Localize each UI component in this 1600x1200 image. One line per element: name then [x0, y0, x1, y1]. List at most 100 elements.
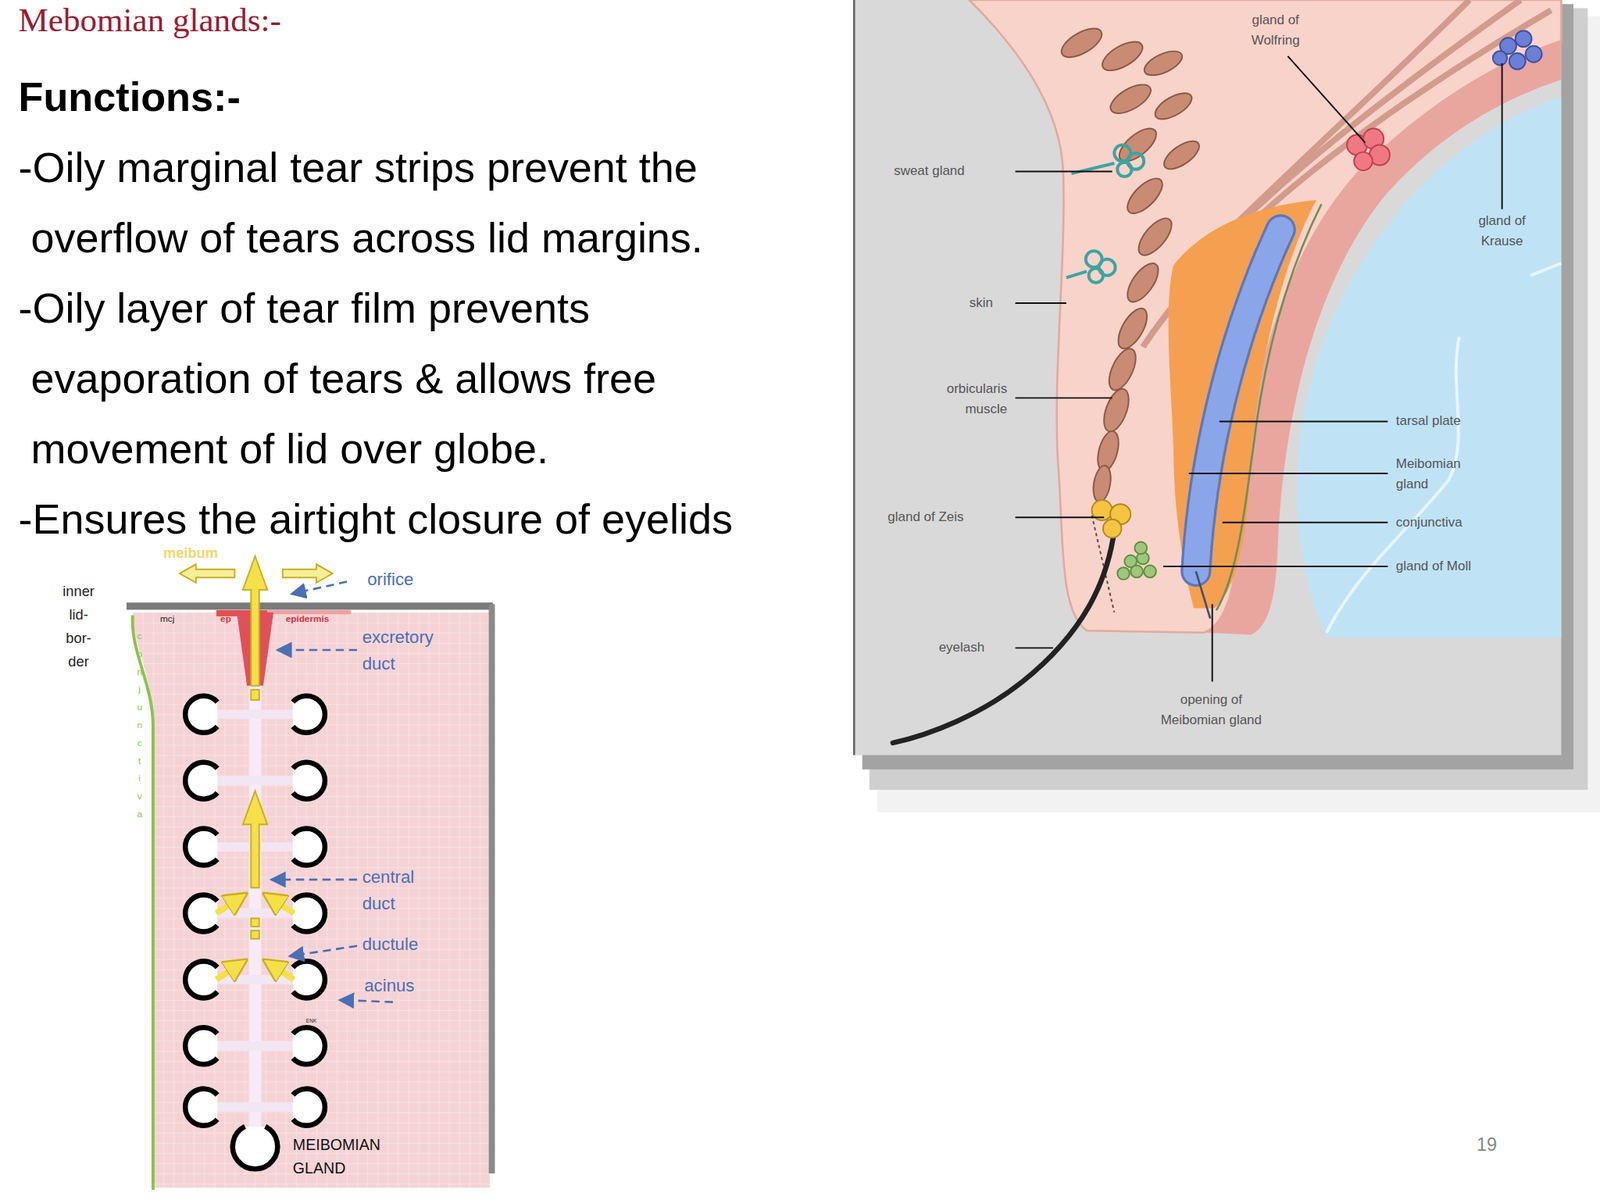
leader-line: [1015, 170, 1113, 172]
part-label: orifice: [367, 567, 414, 592]
branch-arrow: [216, 896, 243, 914]
part-label: conjunctiva: [134, 630, 144, 827]
flow-arrow: [242, 790, 268, 888]
ductule-shape: [216, 775, 294, 786]
acinus-shape: [292, 1089, 325, 1126]
leader-line: [1501, 63, 1504, 210]
part-label: gland of Zeis: [887, 507, 964, 528]
flow-arrow: [179, 564, 236, 583]
gland-lobule: [1525, 46, 1543, 63]
acinus-shape: [185, 1089, 218, 1126]
sweat-gland-coil: [1089, 268, 1104, 283]
branch-arrow: [267, 896, 294, 914]
branch-arrow: [216, 962, 243, 980]
branch-arrow: [267, 962, 294, 980]
muscle-bundle: [1159, 135, 1204, 175]
pointer-arrow: [277, 649, 358, 652]
pointer-arrow: [292, 581, 348, 594]
lid-edge: [489, 603, 496, 1174]
muscle-bundle: [1057, 22, 1107, 63]
conjunctiva-line: [132, 615, 154, 1190]
pointer-arrow: [289, 946, 358, 957]
gland-lobule: [1134, 542, 1147, 555]
acini: [185, 696, 325, 1170]
conjunctiva-line: [1216, 203, 1322, 611]
part-label: meibum: [163, 543, 218, 563]
leader-line: [1015, 396, 1113, 399]
ductules: [216, 714, 294, 1108]
gland-lobule: [1103, 519, 1122, 539]
part-label: opening of Meibomian gland: [1157, 689, 1265, 731]
muscle-bundle: [1121, 258, 1165, 308]
fornix-line: [1326, 263, 1561, 633]
gland-moll: [1117, 542, 1157, 580]
gland-krause: [1492, 30, 1543, 70]
gland-lobule: [1143, 565, 1157, 579]
muscle-bundle: [1103, 344, 1142, 394]
lid-tissue: [132, 612, 490, 1189]
leader-line: [1015, 516, 1105, 518]
tarsal-plate: [1168, 200, 1317, 608]
gland-lobule: [1515, 30, 1533, 47]
muscle-bundle: [1112, 303, 1153, 354]
meibomian-gland: [1196, 229, 1281, 572]
muscle-bundle: [1099, 385, 1134, 436]
gland-zeis: [1092, 500, 1132, 538]
muscle-bundle: [1114, 122, 1162, 168]
muscle-bundle: [1106, 78, 1156, 119]
meibum-drop: [250, 930, 259, 939]
acinus-shape: [292, 1027, 325, 1065]
leader-line: [1222, 521, 1389, 524]
sweat-gland: [1066, 144, 1144, 283]
bullet-text: -Oily layer of tear film prevents evapor…: [18, 273, 793, 485]
panel-border: [853, 0, 856, 756]
part-label: MEIBOMIAN GLAND: [292, 1132, 396, 1180]
muscle-bundle: [1140, 46, 1186, 80]
acinus-shape: [185, 960, 218, 998]
part-label: gland of Moll: [1396, 556, 1472, 577]
ductule-shape: [216, 709, 294, 719]
ductule-shape: [216, 975, 294, 985]
muscle-bundle: [1090, 464, 1114, 504]
part-label: acinus: [364, 972, 415, 1000]
meibomian-gland-outline: [1196, 229, 1281, 572]
part-label: ep: [220, 612, 232, 625]
meibum-arrows: [179, 556, 333, 940]
leader-line: [1015, 646, 1054, 649]
part-label: eyelash: [939, 637, 986, 658]
part-label: ductule: [362, 931, 419, 958]
acinus-shape: [185, 1027, 218, 1065]
leader-line: [1189, 472, 1389, 475]
part-label: excretory duct: [362, 624, 449, 678]
gland-lobule: [1353, 152, 1373, 172]
muscle-bundle: [1132, 213, 1178, 261]
muscle-bundle: [1097, 35, 1147, 76]
leader-line: [1015, 302, 1067, 304]
flow-arrow: [242, 556, 268, 686]
meibum-drop: [250, 918, 259, 927]
lid-border: [126, 602, 493, 610]
part-label: skin: [969, 292, 993, 314]
eyelash-shape: [892, 530, 1115, 743]
panel-background: [853, 0, 1561, 756]
heading-text: Functions:-: [18, 61, 241, 133]
acinus-shape: [185, 696, 218, 733]
gland-lobule: [1509, 53, 1526, 70]
central-duct: [249, 685, 262, 1127]
muscle-bundle: [1121, 172, 1168, 219]
acinus-shape: [292, 762, 325, 800]
part-label: gland of Wolfring: [1246, 10, 1304, 51]
part-label: central duct: [362, 864, 434, 918]
meibomian-duct: [1196, 571, 1211, 618]
part-label: sweat gland: [893, 160, 965, 182]
pointer-arrow: [339, 1000, 393, 1003]
part-label: orbicularis muscle: [925, 378, 1008, 420]
part-label: ENK: [306, 1017, 317, 1025]
part-label: inner lid- bor- der: [59, 579, 99, 674]
leader-line: [1219, 420, 1389, 422]
part-label: mcj: [160, 612, 175, 625]
ductule-shape: [216, 908, 294, 918]
pointer-arrow: [271, 878, 358, 882]
part-label: conjunctiva: [1396, 512, 1463, 533]
muscle-bundle: [1151, 88, 1197, 125]
